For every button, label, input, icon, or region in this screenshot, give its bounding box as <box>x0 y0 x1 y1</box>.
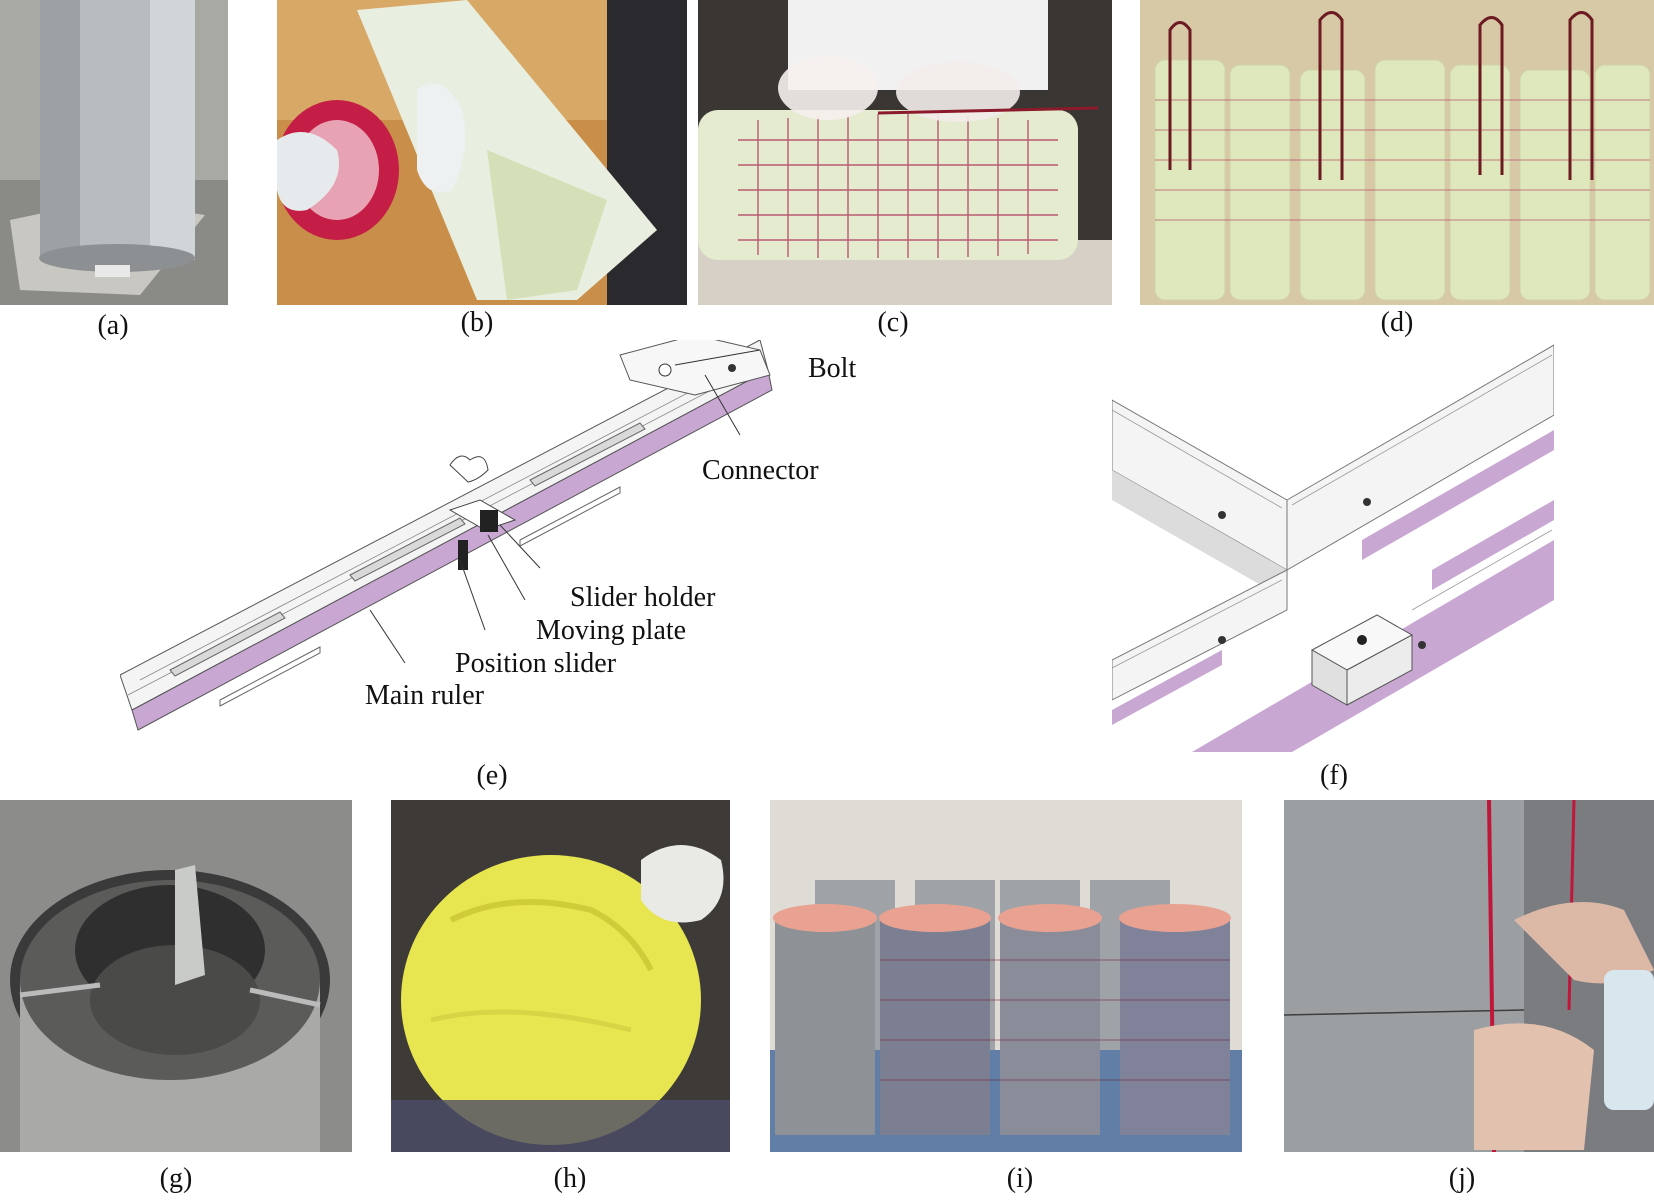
photo-yellow-capping <box>391 800 730 1152</box>
ruler-device-diagram <box>120 340 840 740</box>
caption-b: (b) <box>460 307 494 338</box>
caption-d: (d) <box>1380 307 1414 338</box>
caption-c: (c) <box>877 307 909 338</box>
label-connector: Connector <box>702 455 819 486</box>
photo-steel-tube-mold <box>0 0 228 305</box>
label-main-ruler: Main ruler <box>365 680 484 711</box>
label-bolt: Bolt <box>808 353 857 384</box>
label-slider-holder: Slider holder <box>570 582 716 613</box>
photo-finished-gfrp-tubes <box>1140 0 1654 305</box>
label-position-slider: Position slider <box>455 648 617 679</box>
photo-gauge-attachment <box>1284 800 1654 1152</box>
photo-fiber-wrapping <box>277 0 687 305</box>
caption-e: (e) <box>476 760 508 791</box>
caption-f: (f) <box>1320 760 1348 791</box>
photo-concrete-casting <box>0 800 352 1152</box>
caption-g: (g) <box>159 1163 193 1194</box>
photo-strain-gauge-grid <box>698 0 1112 305</box>
caption-j: (j) <box>1448 1163 1476 1194</box>
caption-a: (a) <box>97 310 129 341</box>
caption-i: (i) <box>1006 1163 1034 1194</box>
ruler-detail-diagram <box>1112 340 1554 752</box>
photo-capped-specimens <box>770 800 1242 1152</box>
caption-h: (h) <box>553 1163 587 1194</box>
label-moving-plate: Moving plate <box>536 615 687 646</box>
